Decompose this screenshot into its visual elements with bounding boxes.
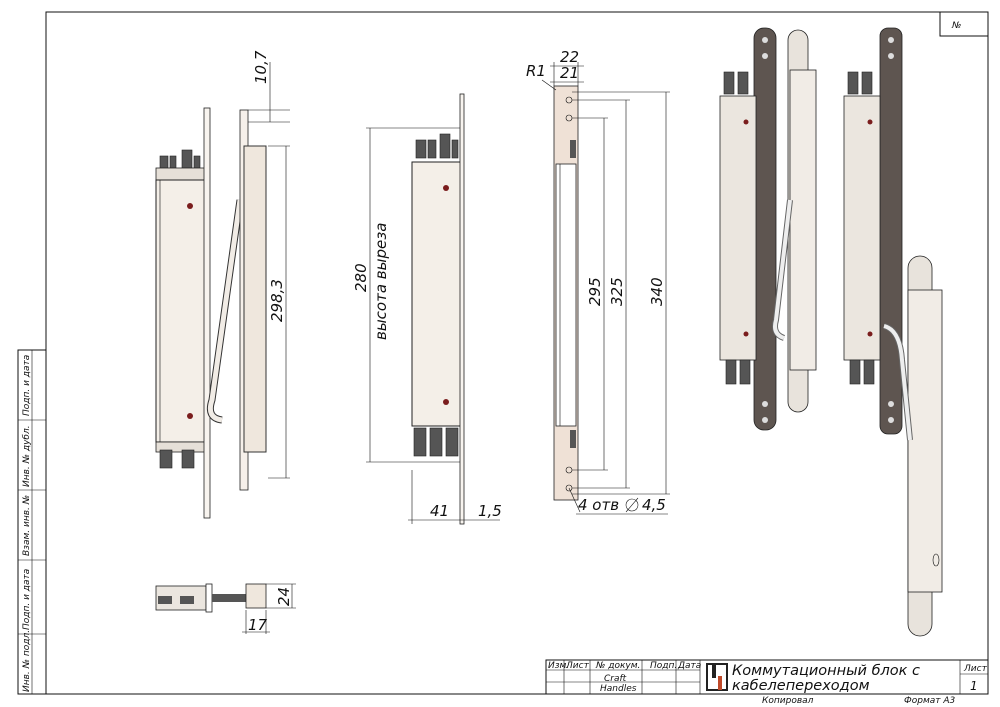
header-doc-number: № докум. <box>595 661 640 671</box>
cutout-height-label: высота выреза <box>372 223 390 340</box>
view-side-with-cable: 10,7 298,3 <box>155 50 290 519</box>
dim-280: 280 <box>352 263 370 292</box>
sheet-label: Лист <box>963 664 988 674</box>
diameter-symbol <box>625 498 639 512</box>
header-date: Дата <box>677 661 701 671</box>
company-line-1: Craft <box>604 674 627 684</box>
header-sign: Подп. <box>650 661 677 671</box>
dim-10-7: 10,7 <box>252 50 270 84</box>
dim-22: 22 <box>560 48 579 66</box>
title-line-2: кабелепереходом <box>732 678 870 694</box>
number-sign: № <box>951 21 961 31</box>
side-stamp-inv-podl: Инв. № подл. <box>22 630 32 692</box>
view-bottom: 24 17 <box>155 583 296 634</box>
dim-24: 24 <box>275 587 293 606</box>
view-mounting-plate: 22 21 R1 295 325 340 4 отв 4,5 <box>526 48 670 515</box>
title-block: Изм. Лист № докум. Подп. Дата Craft Hand… <box>545 659 989 706</box>
view-isometric-1 <box>719 27 817 431</box>
holes-count: 4 отв <box>578 496 619 514</box>
dim-298-3: 298,3 <box>268 279 286 322</box>
title-line-1: Коммутационный блок с <box>732 663 920 679</box>
format-label: Формат А3 <box>904 696 956 706</box>
dim-1-5: 1,5 <box>478 502 502 520</box>
hole-diameter: 4,5 <box>642 496 666 514</box>
number-stamp <box>939 11 989 37</box>
sheet-number: 1 <box>970 679 978 693</box>
side-stamp-vzam-inv: Взам. инв. № <box>22 495 32 556</box>
side-stamp: Инв. № подл. Подп. и дата Взам. инв. № И… <box>17 349 47 695</box>
company-logo <box>706 663 728 691</box>
side-stamp-sign-date-2: Подп. и дата <box>22 355 32 416</box>
dim-340: 340 <box>648 277 666 306</box>
dim-17: 17 <box>248 616 268 634</box>
view-isometric-2 <box>843 27 943 637</box>
dim-295: 295 <box>586 277 604 306</box>
radius-r1: R1 <box>526 62 546 80</box>
header-izm: Изм. <box>548 661 569 671</box>
dim-325: 325 <box>608 277 626 306</box>
company-line-2: Handles <box>600 684 637 694</box>
side-stamp-inv-dubl: Инв. № дубл. <box>22 425 32 487</box>
view-front: 280 высота выреза 41 1,5 <box>352 93 502 525</box>
dim-41: 41 <box>430 502 449 520</box>
dim-21: 21 <box>560 64 579 82</box>
header-list: Лист <box>565 661 590 671</box>
side-stamp-sign-date-1: Подп. и дата <box>22 569 32 630</box>
copied-label: Копировал <box>762 696 814 706</box>
